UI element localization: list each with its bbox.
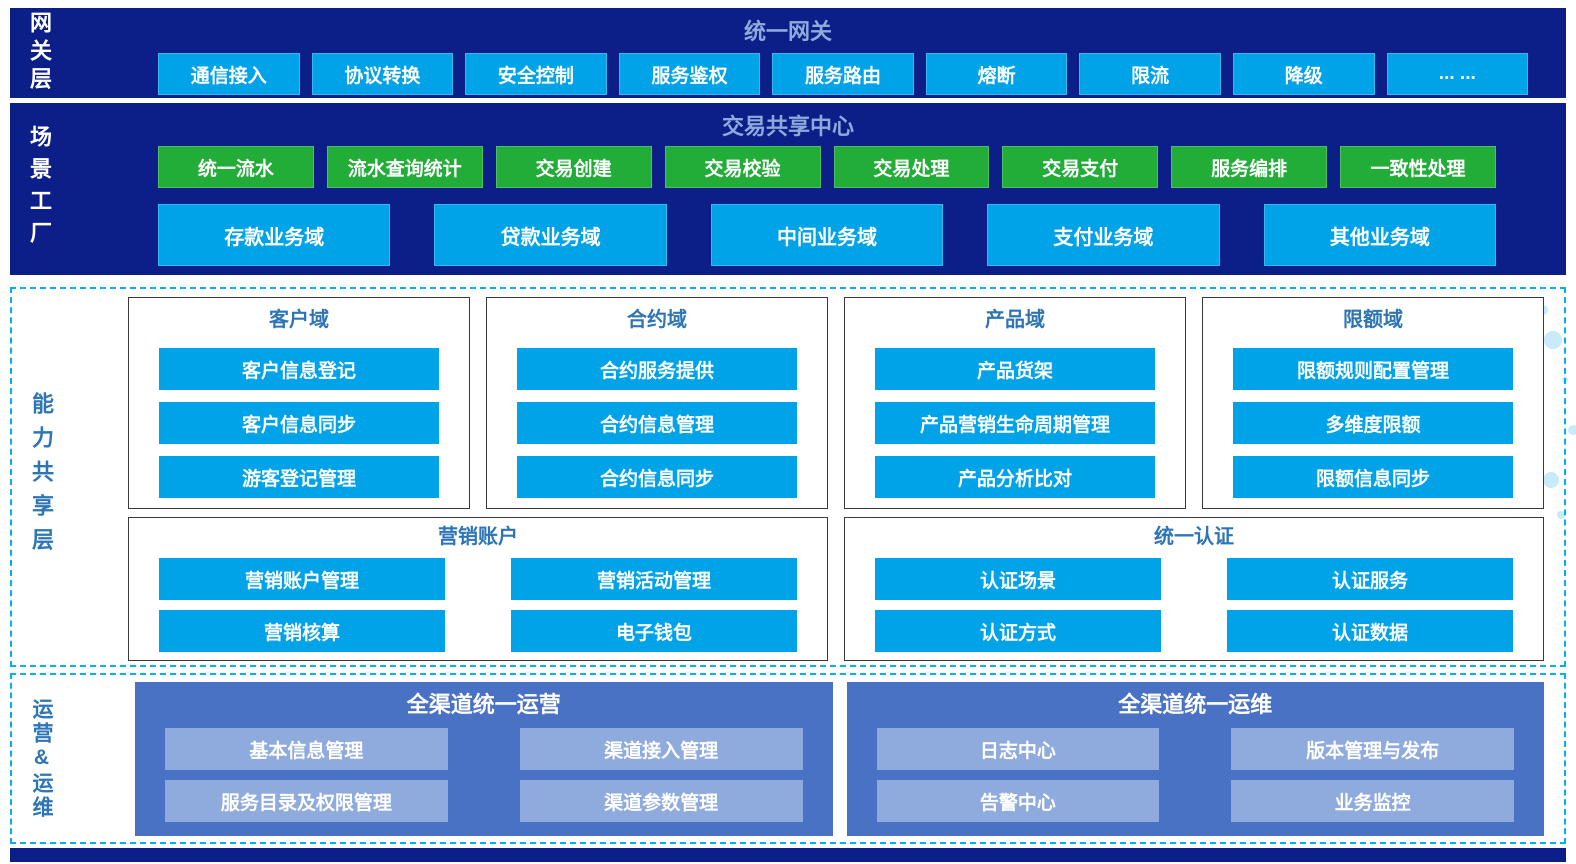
business-domain: 中间业务域 [710,204,944,266]
ops-layer-label-wrap: 运营&运维 [12,675,70,842]
group-title: 合约域 [627,309,687,331]
gateway-item: 熔断 [925,53,1068,95]
capability-item: 客户信息同步 [159,402,439,444]
ops-item: 渠道参数管理 [519,780,803,822]
transaction-center-title: 交易共享中心 [721,114,854,139]
gateway-item: 通信接入 [158,53,300,95]
capability-item: 产品营销生命周期管理 [875,402,1155,444]
capability-item: 合约服务提供 [517,348,797,390]
capability-group-marketing-account: 营销账户 营销账户管理 营销活动管理 营销核算 电子钱包 [128,517,828,661]
panel-items-grid: 日志中心 版本管理与发布 告警中心 业务监控 [876,728,1514,822]
transaction-service: 交易支付 [1002,146,1159,188]
gateway-item: 安全控制 [465,53,607,95]
transaction-service: 交易创建 [495,146,652,188]
panel-title: 全渠道统一运营 [406,692,561,717]
business-domain: 支付业务域 [987,204,1220,266]
capability-item: 多维度限额 [1233,402,1513,444]
transaction-service: 交易处理 [833,146,990,188]
capability-item: 限额信息同步 [1233,456,1513,498]
capability-layer-label-wrap: 能力共享层 [12,289,70,665]
business-domains-row: 存款业务域 贷款业务域 中间业务域 支付业务域 其他业务域 [158,204,1497,266]
capability-group-quota: 限额域 限额规则配置管理 多维度限额 限额信息同步 [1202,297,1544,509]
gateway-item: 协议转换 [311,53,454,95]
gateway-items-row: 通信接入 协议转换 安全控制 服务鉴权 服务路由 熔断 限流 降级 ... ..… [158,53,1529,95]
ops-item: 服务目录及权限管理 [165,780,448,822]
capability-group-product: 产品域 产品货架 产品营销生命周期管理 产品分析比对 [844,297,1186,509]
capability-item: 合约信息同步 [517,456,797,498]
gateway-layer-label-wrap: 网关层 [10,8,68,98]
capability-item: 营销核算 [159,610,445,652]
ops-item: 版本管理与发布 [1231,728,1514,770]
capability-item: 认证数据 [1227,610,1513,652]
capability-content: 客户域 客户信息登记 客户信息同步 游客登记管理 合约域 合约服务提供 合约信息… [128,297,1544,661]
gateway-item: 限流 [1079,53,1221,95]
panel-items-grid: 基本信息管理 渠道接入管理 服务目录及权限管理 渠道参数管理 [165,728,803,822]
operations-layer: 运营&运维 全渠道统一运营 基本信息管理 渠道接入管理 服务目录及权限管理 渠道… [10,673,1566,844]
group-items-grid: 认证场景 认证服务 认证方式 认证数据 [875,558,1513,652]
gateway-item: 服务路由 [772,53,914,95]
capability-groups-row: 客户域 客户信息登记 客户信息同步 游客登记管理 合约域 合约服务提供 合约信息… [128,297,1544,509]
capability-item: 电子钱包 [511,610,797,652]
capability-item: 营销账户管理 [159,558,445,600]
ops-panel-operation: 全渠道统一运营 基本信息管理 渠道接入管理 服务目录及权限管理 渠道参数管理 [135,682,833,836]
gateway-title: 统一网关 [743,19,832,44]
capability-wide-groups-row: 营销账户 营销账户管理 营销活动管理 营销核算 电子钱包 统一认证 认证场景 认… [128,517,1544,661]
ops-layer-label: 运营&运维 [30,697,53,820]
business-domain: 贷款业务域 [434,204,667,266]
transaction-service: 一致性处理 [1340,146,1496,188]
transaction-service: 交易校验 [664,146,821,188]
scenario-layer-label: 场景工厂 [27,125,52,253]
ops-item: 日志中心 [876,728,1160,770]
capability-item: 营销活动管理 [511,558,797,600]
transaction-service: 服务编排 [1171,146,1328,188]
capability-item: 认证服务 [1227,558,1513,600]
capability-group-unified-auth: 统一认证 认证场景 认证服务 认证方式 认证数据 [844,517,1544,661]
gateway-item: 降级 [1232,53,1375,95]
capability-item: 客户信息登记 [159,348,439,390]
capability-item: 游客登记管理 [159,456,439,498]
footer-bar [10,848,1566,862]
group-items-grid: 营销账户管理 营销活动管理 营销核算 电子钱包 [159,558,797,652]
capability-item: 产品分析比对 [875,456,1155,498]
capability-sharing-layer: 能力共享层 客户域 客户信息登记 客户信息同步 游客登记管理 合约域 合约服务提… [10,287,1566,667]
transaction-service: 统一流水 [158,146,314,188]
ops-item: 渠道接入管理 [519,728,803,770]
gateway-layer: 网关层 统一网关 通信接入 协议转换 安全控制 服务鉴权 服务路由 熔断 限流 … [10,8,1566,98]
scenario-layer-label-wrap: 场景工厂 [10,103,68,275]
ops-item: 基本信息管理 [165,728,448,770]
group-title: 限额域 [1343,309,1403,331]
gateway-layer-label: 网关层 [27,11,52,95]
gateway-item-ellipsis: ... ... [1386,53,1529,95]
group-title: 客户域 [269,309,329,331]
group-title: 统一认证 [1154,526,1234,548]
ops-item: 业务监控 [1231,780,1514,822]
capability-layer-label: 能力共享层 [29,392,54,562]
scenario-factory-layer: 场景工厂 交易共享中心 统一流水 流水查询统计 交易创建 交易校验 交易处理 交… [10,103,1566,275]
group-title: 产品域 [985,309,1045,331]
panel-title: 全渠道统一运维 [1118,692,1273,717]
group-title: 营销账户 [438,526,518,548]
ops-content: 全渠道统一运营 基本信息管理 渠道接入管理 服务目录及权限管理 渠道参数管理 全… [135,682,1544,836]
capability-group-customer: 客户域 客户信息登记 客户信息同步 游客登记管理 [128,297,470,509]
business-domain: 存款业务域 [158,204,391,266]
transaction-services-row: 统一流水 流水查询统计 交易创建 交易校验 交易处理 交易支付 服务编排 一致性… [158,146,1496,188]
ops-item: 告警中心 [876,780,1160,822]
transaction-service: 流水查询统计 [326,146,483,188]
capability-item: 合约信息管理 [517,402,797,444]
business-domain: 其他业务域 [1263,204,1497,266]
capability-item: 限额规则配置管理 [1233,348,1513,390]
ops-panel-maintenance: 全渠道统一运维 日志中心 版本管理与发布 告警中心 业务监控 [846,682,1544,836]
capability-item: 认证场景 [875,558,1161,600]
gateway-item: 服务鉴权 [618,53,761,95]
capability-item: 认证方式 [875,610,1161,652]
capability-item: 产品货架 [875,348,1155,390]
capability-group-contract: 合约域 合约服务提供 合约信息管理 合约信息同步 [486,297,828,509]
